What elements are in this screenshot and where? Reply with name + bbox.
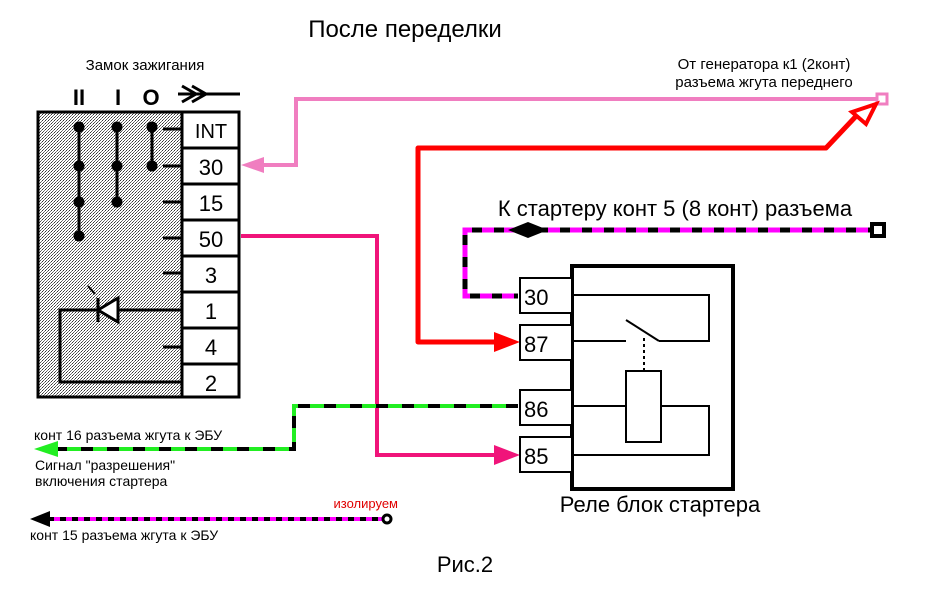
red-wire-87: [415, 100, 880, 352]
ignition-positions: II I O: [73, 85, 160, 110]
starter-wire: [462, 222, 886, 299]
terminal-label: INT: [195, 121, 227, 143]
starter-relay: 30 87 86 85: [519, 264, 735, 491]
relay-terminal-label: 87: [524, 332, 548, 357]
ecu15-wire: [30, 511, 393, 527]
terminal-label: 15: [199, 191, 223, 216]
relay-terminal-label: 85: [524, 444, 548, 469]
generator-label-line1: От генератора к1 (2конт): [678, 56, 851, 73]
relay-switch-contact-icon: [625, 319, 660, 342]
starter-terminal-icon: [870, 222, 886, 238]
terminal-label: 2: [205, 371, 217, 396]
terminal-label: 50: [199, 227, 223, 252]
connector-symbol-icon: [178, 84, 240, 104]
isolated-end-icon: [381, 513, 393, 525]
relay-coil-icon: [625, 370, 662, 443]
starter-label: К стартеру конт 5 (8 конт) разъема: [498, 196, 853, 221]
switch-contacts: [73, 121, 182, 349]
ecu16-wire: [34, 404, 518, 457]
ignition-terminals: INT 30 15 50 3 1 4 2: [180, 110, 241, 399]
position-label: II: [73, 85, 85, 110]
relay-terminal-label: 30: [524, 285, 548, 310]
generator-label-line2: разъема жгута переднего: [675, 74, 853, 91]
led-icon: [58, 285, 182, 384]
signal-label-line1: Сигнал "разрешения": [35, 457, 175, 473]
position-label: O: [142, 85, 159, 110]
position-label: I: [115, 85, 121, 110]
ignition-switch-label: Замок зажигания: [86, 57, 205, 74]
terminal-label: 30: [199, 155, 223, 180]
isolate-label: изолируем: [334, 496, 399, 511]
generator-wire: [241, 92, 889, 173]
crimson-wire-85: [241, 234, 520, 465]
ecu16-label: конт 16 разъема жгута к ЭБУ: [34, 427, 222, 443]
figure-caption: Рис.2: [437, 552, 493, 577]
relay-label: Реле блок стартера: [560, 492, 761, 517]
ecu15-label: конт 15 разъема жгута к ЭБУ: [30, 527, 218, 543]
relay-terminal-label: 86: [524, 397, 548, 422]
signal-label-line2: включения стартера: [35, 473, 168, 489]
diagram-title: После переделки: [308, 16, 502, 43]
generator-terminal-icon: [875, 92, 889, 106]
terminal-label: 1: [205, 299, 217, 324]
terminal-label: 4: [205, 335, 217, 360]
terminal-label: 3: [205, 263, 217, 288]
ignition-switch-body: [36, 110, 184, 399]
